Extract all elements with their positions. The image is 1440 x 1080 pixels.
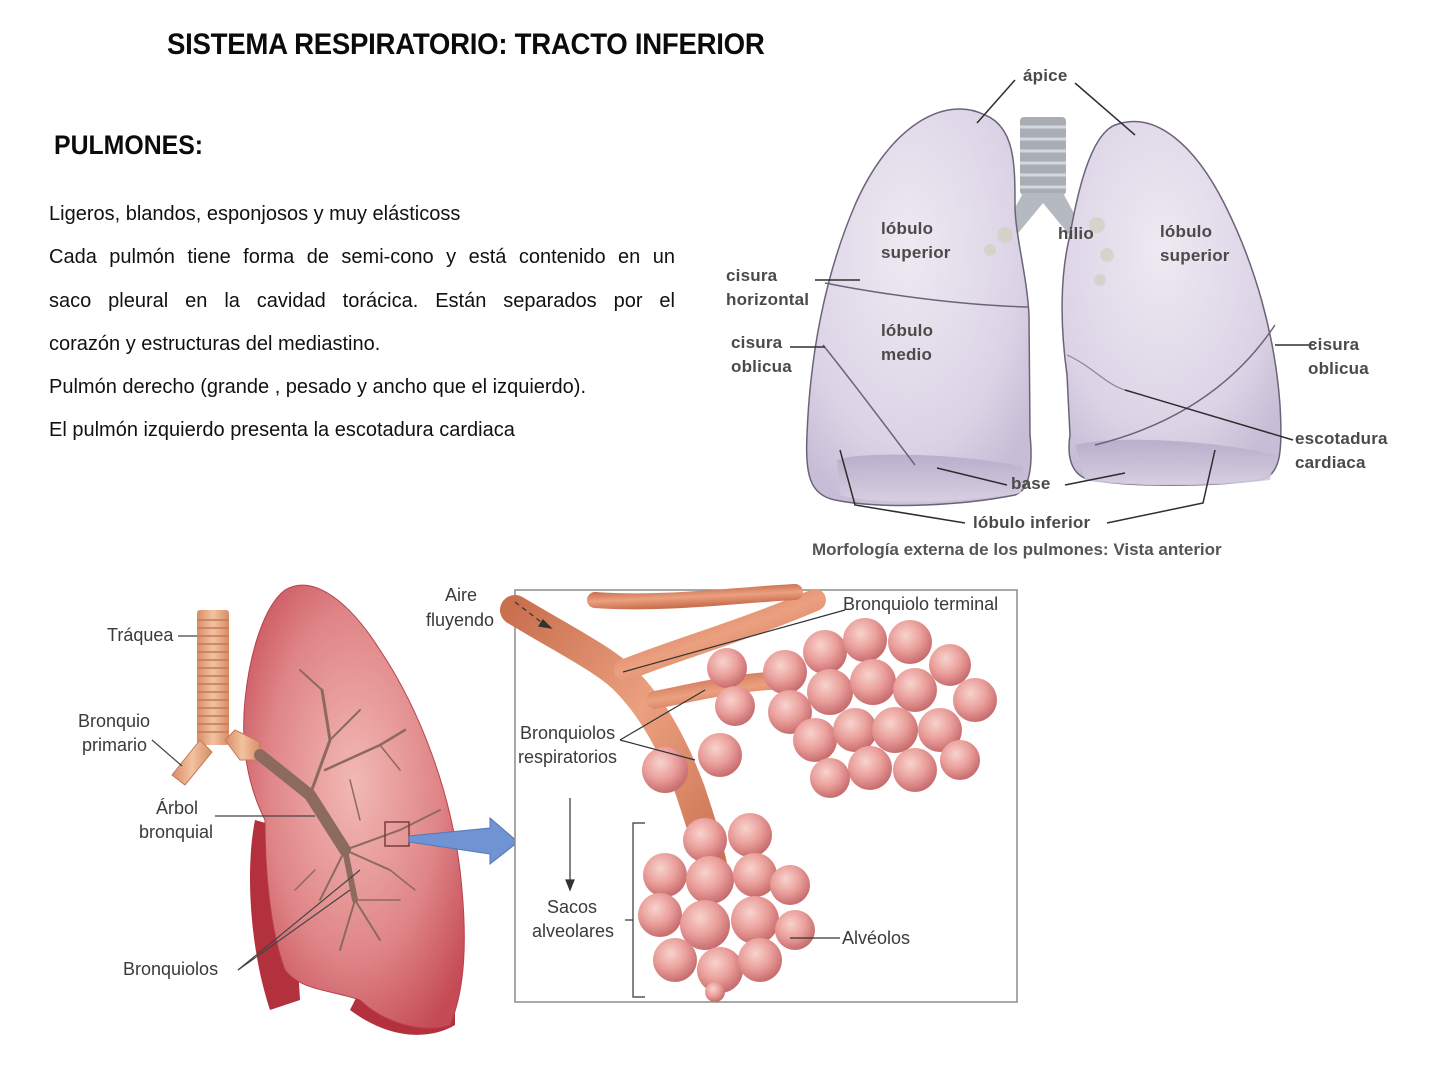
label-bronquiolos: Bronquiolos [123, 959, 219, 979]
paragraph-line: corazón y estructuras del mediastino. [49, 332, 381, 355]
figure-caption: Morfología externa de los pulmones: Vist… [812, 540, 1222, 559]
label-alveolos: Alvéolos [842, 928, 911, 948]
bronchial-tree-icon [254, 669, 441, 951]
label-arbol-bronquial: Árbol [156, 798, 199, 818]
label-hilio: hilio [1058, 224, 1094, 243]
label-lobulo-superior-left-2: superior [1160, 246, 1230, 265]
paragraph-line: saco pleural en la cavidad torácica. Est… [49, 289, 675, 312]
page-title: SISTEMA RESPIRATORIO: TRACTO INFERIOR [167, 28, 765, 61]
zoom-region-marker [384, 821, 410, 847]
section-heading: PULMONES: [54, 130, 204, 160]
alveoli-illustration [500, 584, 1018, 1003]
label-bronquiolo-terminal: Bronquiolo terminal [843, 594, 999, 614]
right-lung-shape [805, 108, 1032, 507]
left-lung-shape [1061, 120, 1282, 486]
label-arbol-bronquial-2: bronquial [139, 822, 214, 842]
label-sacos-alveolares-2: alveolares [532, 921, 615, 941]
label-cisura-oblicua-left-2: oblicua [1308, 359, 1369, 378]
paragraph-line: Ligeros, blandos, esponjosos y muy elást… [49, 203, 461, 225]
alveoli-cluster-upper [707, 618, 997, 798]
bronchial-tree-figure: Tráquea Bronquio primario Árbol bronquia… [60, 570, 520, 1040]
label-cisura-oblicua-right: cisura [731, 333, 783, 352]
body-text: Ligeros, blandos, esponjosos y muy elást… [49, 193, 675, 453]
zoom-arrow-icon [408, 816, 519, 866]
lungs-anterior-figure: ápice hilio lóbulo superior lóbulo super… [715, 55, 1415, 570]
label-cisura-oblicua-right-2: oblicua [731, 357, 792, 376]
paragraph-line: El pulmón izquierdo presenta la escotadu… [49, 419, 515, 442]
label-cisura-horizontal: cisura [726, 266, 778, 285]
label-traquea: Tráquea [107, 625, 174, 645]
label-apice: ápice [1023, 66, 1068, 85]
paragraph-line: Pulmón derecho (grande , pesado y ancho … [49, 376, 587, 399]
label-escotadura: escotadura [1295, 429, 1388, 448]
label-cisura-horizontal-2: horizontal [726, 290, 810, 309]
label-aire: Aire [445, 585, 478, 605]
alveoli-figure: Aire fluyendo Bronquiolo terminal Bronqu… [415, 580, 1025, 1010]
label-lobulo-inferior: lóbulo inferior [973, 513, 1091, 532]
label-escotadura-2: cardiaca [1295, 453, 1366, 472]
alveoli-cluster-lower [638, 813, 815, 1002]
label-aire-fluyendo: fluyendo [426, 610, 495, 630]
label-lobulo-medio-2: medio [881, 345, 933, 364]
label-cisura-oblicua-left: cisura [1308, 335, 1360, 354]
label-bronquio-primario-2: primario [82, 735, 148, 755]
lungs-anterior-illustration [790, 79, 1315, 524]
label-bronquiolos-respiratorios: Bronquiolos [520, 723, 616, 743]
label-lobulo-superior-right-2: superior [881, 243, 951, 262]
label-base: base [1011, 474, 1051, 493]
bronchial-lung-illustration [151, 584, 519, 1035]
trachea-icon [1003, 117, 1083, 237]
trachea-icon [171, 610, 261, 786]
label-lobulo-superior-left: lóbulo [1160, 222, 1213, 241]
label-lobulo-superior-right: lóbulo [881, 219, 934, 238]
paragraph-line: Cada pulmón tiene forma de semi-cono y e… [49, 246, 675, 269]
label-sacos-alveolares: Sacos [547, 897, 598, 917]
label-bronquio-primario: Bronquio [78, 711, 151, 731]
label-bronquiolos-respiratorios-2: respiratorios [518, 747, 618, 767]
label-lobulo-medio: lóbulo [881, 321, 934, 340]
